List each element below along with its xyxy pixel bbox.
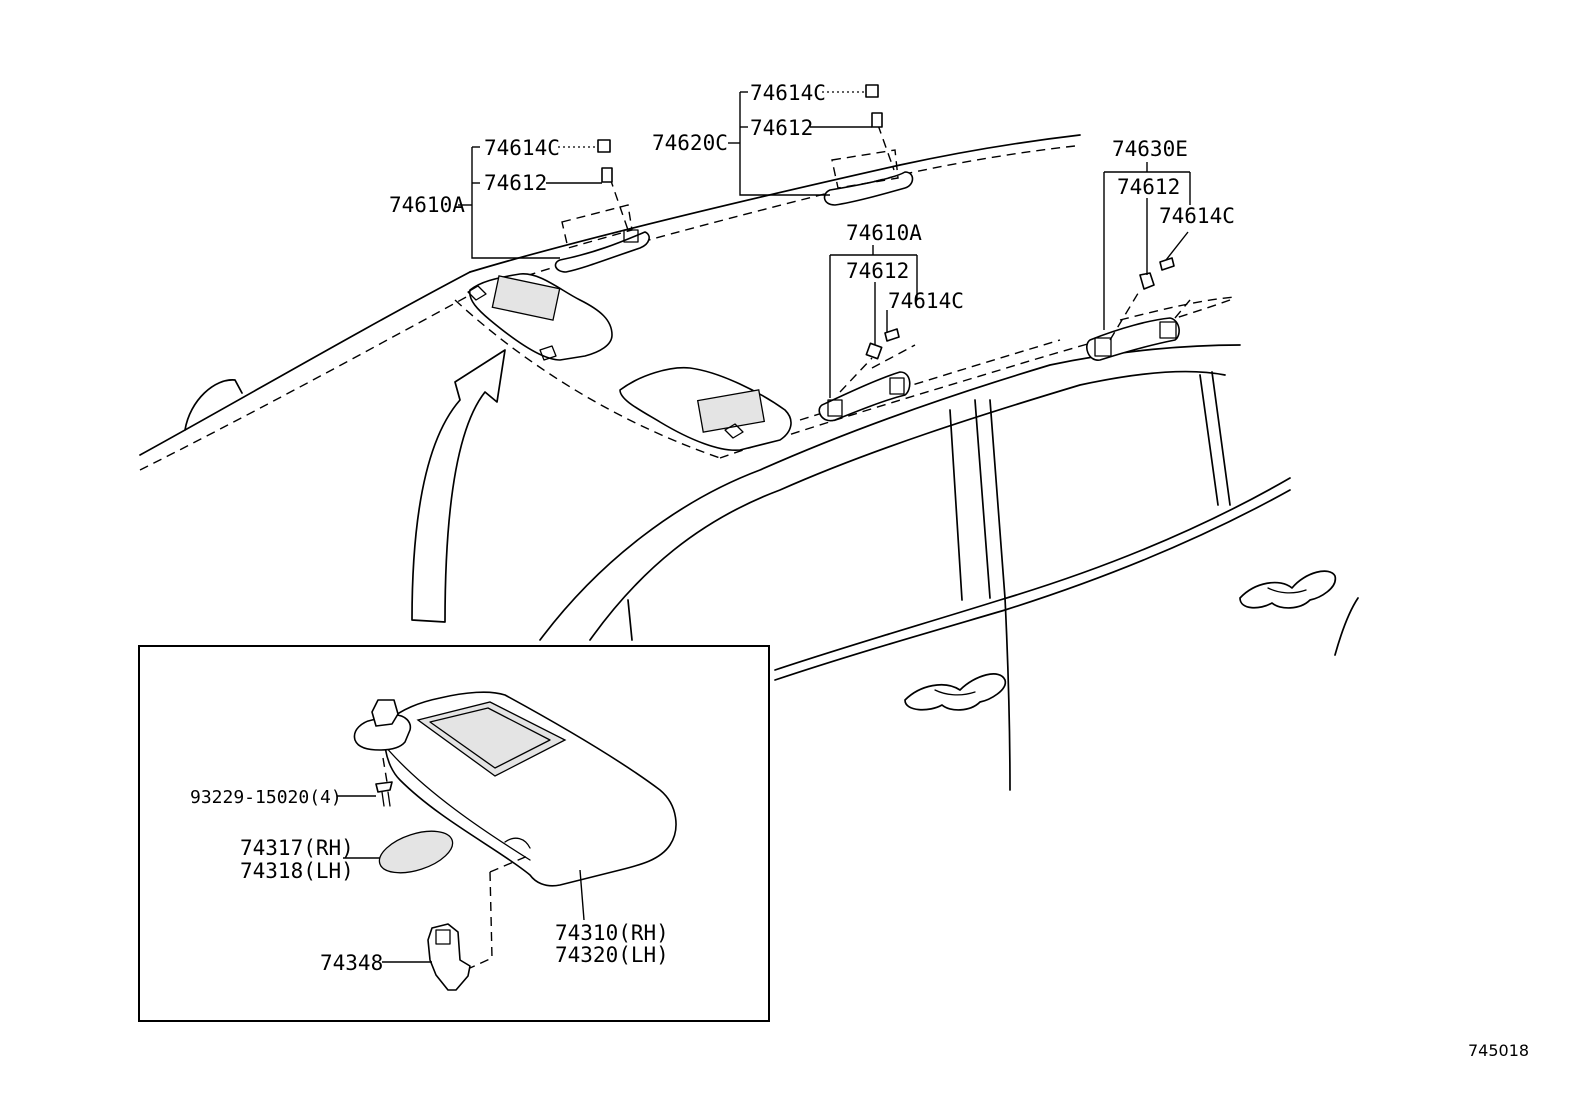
label-74612-4: 74612	[1117, 175, 1180, 199]
assist-grip-rear-left	[818, 328, 916, 422]
detail-inset	[138, 645, 770, 1022]
label-74310-rh: 74310(RH)	[555, 921, 669, 945]
assist-grip-rear-right	[1086, 257, 1191, 361]
assist-grip-front-right	[823, 84, 914, 206]
label-74620c: 74620C	[652, 131, 728, 155]
label-74317-rh: 74317(RH)	[240, 836, 354, 860]
label-74318-lh: 74318(LH)	[240, 859, 354, 883]
label-93229-15020: 93229-15020(4)	[190, 787, 342, 808]
label-74610a-2: 74610A	[846, 221, 922, 245]
label-74614c-1: 74614C	[484, 136, 560, 160]
label-74630e: 74630E	[1112, 137, 1188, 161]
label-74612-3: 74612	[846, 259, 909, 283]
label-74612-1: 74612	[484, 171, 547, 195]
label-74320-lh: 74320(LH)	[555, 943, 669, 967]
label-74614c-3: 74614C	[888, 289, 964, 313]
label-74610a-1: 74610A	[389, 193, 465, 217]
sun-visor-rh-installed	[619, 366, 792, 451]
assist-grip-front-left	[554, 139, 650, 273]
label-74614c-4: 74614C	[1159, 204, 1235, 228]
label-74348: 74348	[320, 951, 383, 975]
sun-visor-lh-installed	[467, 273, 613, 361]
callout-leaders	[458, 91, 1191, 398]
callout-arrow	[411, 349, 506, 623]
diagram-code: 745018	[1468, 1041, 1529, 1060]
label-74612-2: 74612	[750, 116, 813, 140]
label-74614c-2: 74614C	[750, 81, 826, 105]
